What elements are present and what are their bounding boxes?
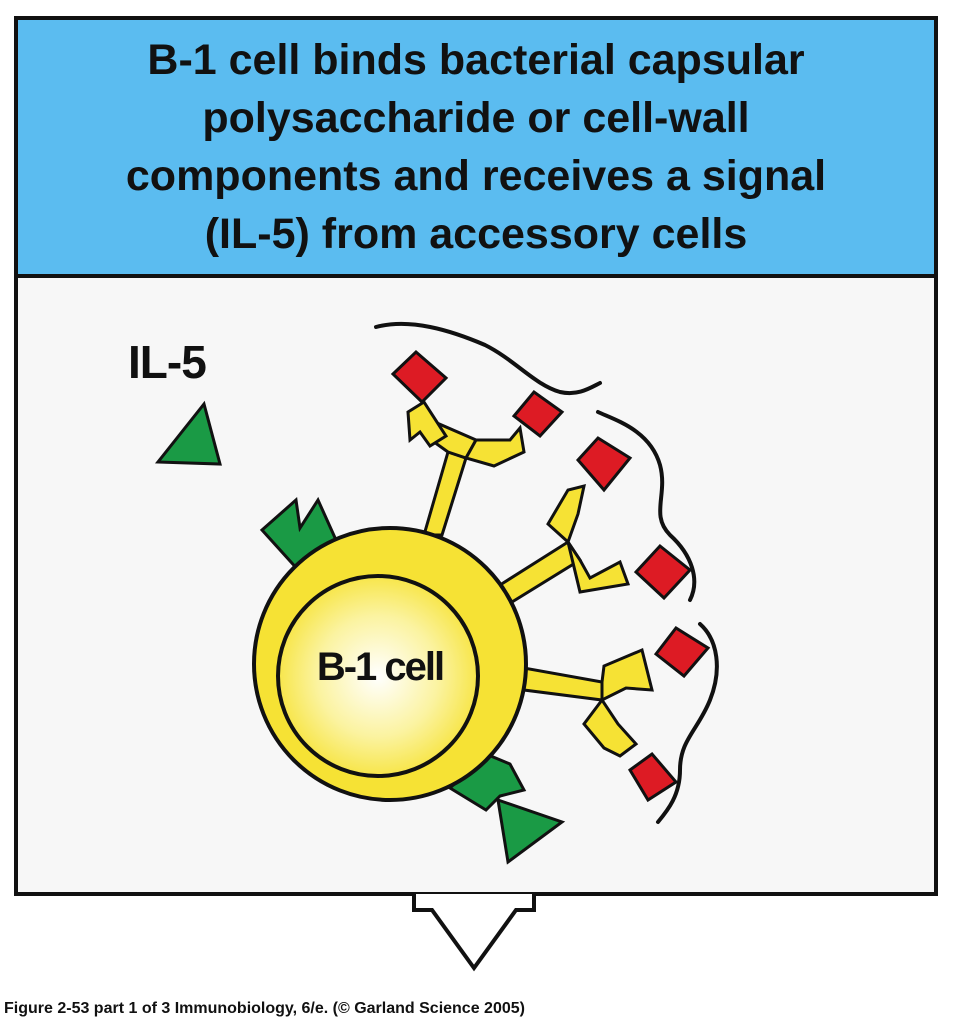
title-line: polysaccharide or cell-wall [202,94,750,142]
header-panel [14,16,938,278]
down-arrow-icon [412,894,536,972]
b1-cell-nucleus [276,574,480,778]
title-line: components and receives a signal [125,152,827,200]
polysaccharide-strand [596,410,697,602]
receptor-top [406,399,526,537]
figure-caption: Figure 2-53 part 1 of 3 Immunobiology, 6… [4,1000,525,1017]
il5-molecule [154,400,222,466]
polysaccharide-strand [374,321,602,395]
polysaccharide-strand [656,622,719,824]
title-line: B-1 cell binds bacterial capsular [147,36,805,84]
antigen-epitopes [390,349,711,803]
il5-molecule-bound [496,797,566,865]
page-title: B-1 cell binds bacterial capsular polysa… [16,18,936,276]
title-line: (IL-5) from accessory cells [204,210,748,258]
il5-label: IL-5 [128,336,207,388]
b1-cell-label: B-1 cell [316,645,445,689]
